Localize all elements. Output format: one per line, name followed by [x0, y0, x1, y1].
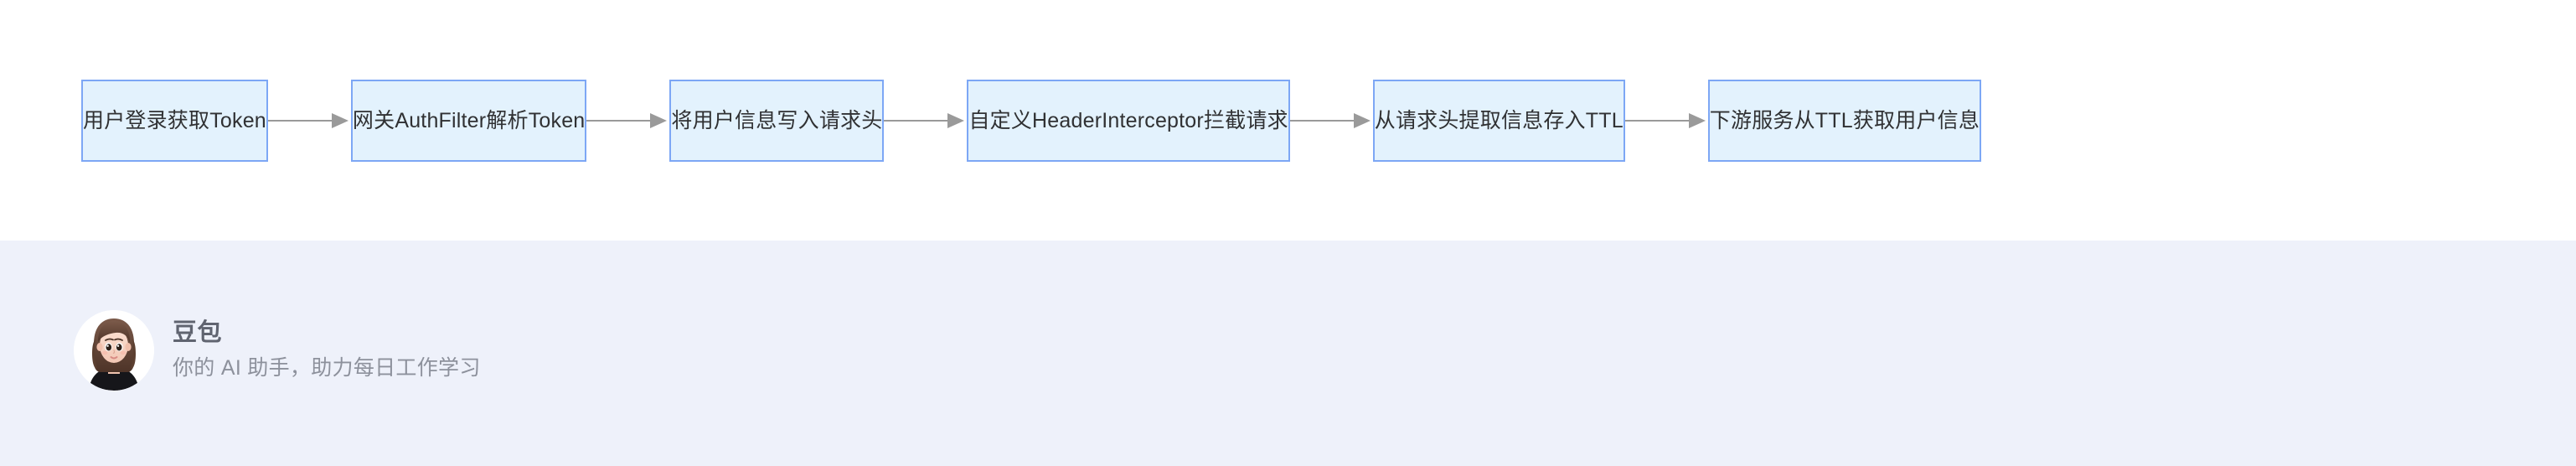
flow-connector-4 [1289, 111, 1373, 131]
flowchart-node-row: 用户登录获取Token 网关AuthFilter解析Token 将用户信息写入请… [81, 80, 1982, 162]
flow-node-2[interactable]: 网关AuthFilter解析Token [350, 80, 587, 162]
user-avatar-icon [74, 310, 154, 391]
arrow-right-icon [331, 113, 348, 128]
connector-line [267, 120, 337, 122]
arrow-right-icon [650, 113, 668, 128]
flow-connector-3 [884, 111, 967, 131]
assistant-card[interactable]: 豆包 你的 AI 助手，助力每日工作学习 [74, 310, 481, 391]
flow-connector-5 [1624, 111, 1708, 131]
flow-node-label: 从请求头提取信息存入TTL [1374, 108, 1624, 132]
flow-node-label: 将用户信息写入请求头 [671, 108, 883, 132]
flow-connector-1 [267, 111, 351, 131]
assistant-text-block: 豆包 你的 AI 助手，助力每日工作学习 [173, 318, 481, 384]
flowchart-canvas: 用户登录获取Token 网关AuthFilter解析Token 将用户信息写入请… [81, 80, 1982, 162]
flow-node-6[interactable]: 下游服务从TTL获取用户信息 [1707, 80, 1982, 162]
arrow-right-icon [1688, 113, 1706, 128]
flow-node-1[interactable]: 用户登录获取Token [81, 80, 268, 162]
connector-line [884, 120, 953, 122]
assistant-footer-bar: 豆包 你的 AI 助手，助力每日工作学习 CSDN @·云扬· [0, 241, 2576, 466]
connector-line [1624, 120, 1694, 122]
assistant-tagline: 你的 AI 助手，助力每日工作学习 [173, 356, 481, 380]
arrow-right-icon [1353, 113, 1371, 128]
connector-line [1289, 120, 1359, 122]
flow-node-5[interactable]: 从请求头提取信息存入TTL [1372, 80, 1625, 162]
flow-node-label: 网关AuthFilter解析Token [352, 108, 586, 132]
flow-node-4[interactable]: 自定义HeaderInterceptor拦截请求 [967, 80, 1290, 162]
flow-connector-2 [586, 111, 669, 131]
flow-node-3[interactable]: 将用户信息写入请求头 [669, 80, 885, 162]
arrow-right-icon [947, 113, 965, 128]
assistant-name: 豆包 [173, 318, 223, 346]
flow-node-label: 自定义HeaderInterceptor拦截请求 [968, 108, 1288, 132]
flow-node-label: 下游服务从TTL获取用户信息 [1709, 108, 1980, 132]
connector-line [586, 120, 656, 122]
flow-node-label: 用户登录获取Token [83, 108, 266, 132]
